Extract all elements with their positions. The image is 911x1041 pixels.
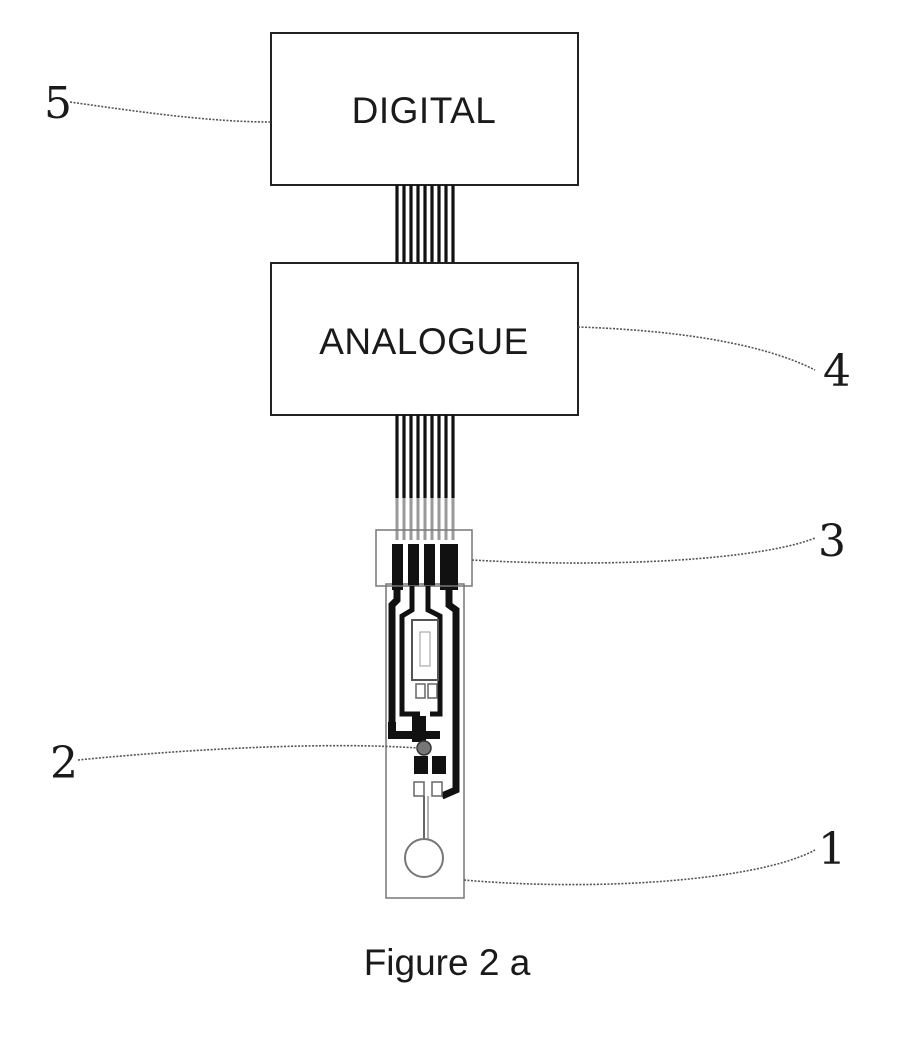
sample-well <box>405 839 443 877</box>
digital-analogue-bus <box>397 185 453 263</box>
leader-line-4 <box>578 327 815 370</box>
sensing-element <box>405 716 446 877</box>
digital-block: DIGITAL <box>271 33 578 185</box>
ref-numeral-4: 4 <box>823 346 851 397</box>
leader-line-5 <box>70 102 271 122</box>
connector-pads <box>392 544 458 590</box>
analogue-block-label: ANALOGUE <box>319 321 529 362</box>
connector-lead-segment <box>397 498 453 540</box>
analogue-block: ANALOGUE <box>271 263 578 415</box>
leader-line-1 <box>464 850 815 885</box>
ref-numeral-3: 3 <box>818 516 846 567</box>
electrode-window <box>412 620 438 698</box>
ref-numeral-2: 2 <box>50 738 78 789</box>
leader-line-3 <box>472 538 815 563</box>
digital-block-label: DIGITAL <box>352 90 497 131</box>
ref-numeral-1: 1 <box>818 824 846 875</box>
figure-caption: Figure 2 a <box>364 942 531 983</box>
leader-line-2 <box>78 746 418 760</box>
ref-numeral-5: 5 <box>44 78 72 129</box>
analogue-strip-wires <box>397 415 453 498</box>
